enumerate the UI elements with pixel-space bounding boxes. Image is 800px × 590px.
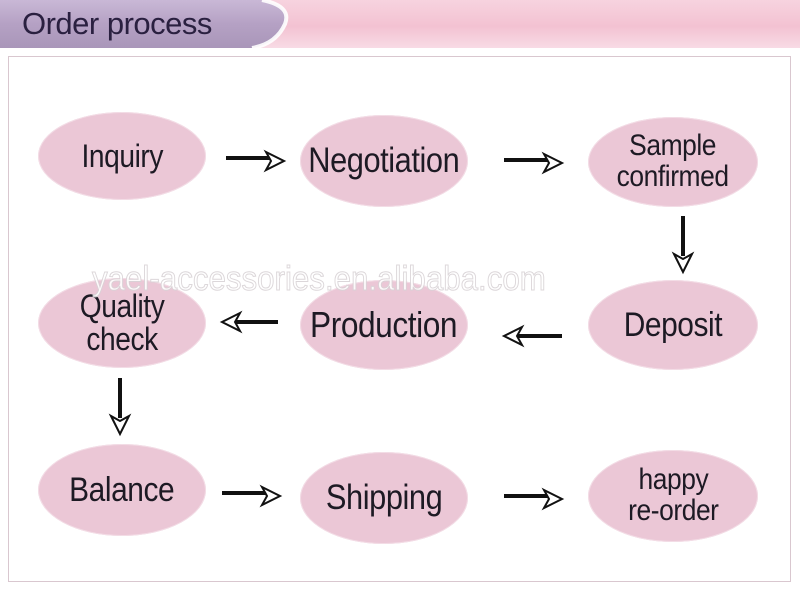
step-production: Production bbox=[300, 280, 468, 370]
step-negotiation: Negotiation bbox=[300, 115, 468, 207]
step-label: Balance bbox=[69, 470, 175, 509]
step-balance: Balance bbox=[38, 444, 206, 536]
arrow-right-icon bbox=[504, 151, 565, 175]
step-shipping: Shipping bbox=[300, 452, 468, 544]
step-label: Quality check bbox=[79, 288, 165, 357]
step-label: Inquiry bbox=[81, 137, 163, 174]
step-label: Negotiation bbox=[308, 141, 460, 181]
arrow-down-icon bbox=[108, 378, 132, 437]
header-tab bbox=[0, 0, 289, 48]
step-label: Sample confirmed bbox=[617, 129, 729, 193]
arrow-left-icon bbox=[501, 324, 562, 348]
step-sample-confirmed: Sample confirmed bbox=[588, 117, 758, 207]
step-label: happy re-order bbox=[627, 463, 719, 527]
step-label: Production bbox=[310, 303, 458, 345]
step-quality-check: Quality check bbox=[38, 278, 206, 368]
arrow-right-icon bbox=[226, 149, 287, 173]
step-happy-reorder: happy re-order bbox=[588, 450, 758, 542]
arrow-down-icon bbox=[671, 216, 695, 275]
step-label: Deposit bbox=[623, 305, 723, 344]
step-label: Shipping bbox=[325, 478, 443, 518]
step-inquiry: Inquiry bbox=[38, 112, 206, 200]
arrow-right-icon bbox=[222, 484, 283, 508]
page-title: Order process bbox=[22, 6, 212, 41]
arrow-left-icon bbox=[219, 310, 278, 334]
watermark: yael-accessories.en.alibaba.com bbox=[92, 260, 547, 299]
step-deposit: Deposit bbox=[588, 280, 758, 370]
arrow-right-icon bbox=[504, 487, 565, 511]
